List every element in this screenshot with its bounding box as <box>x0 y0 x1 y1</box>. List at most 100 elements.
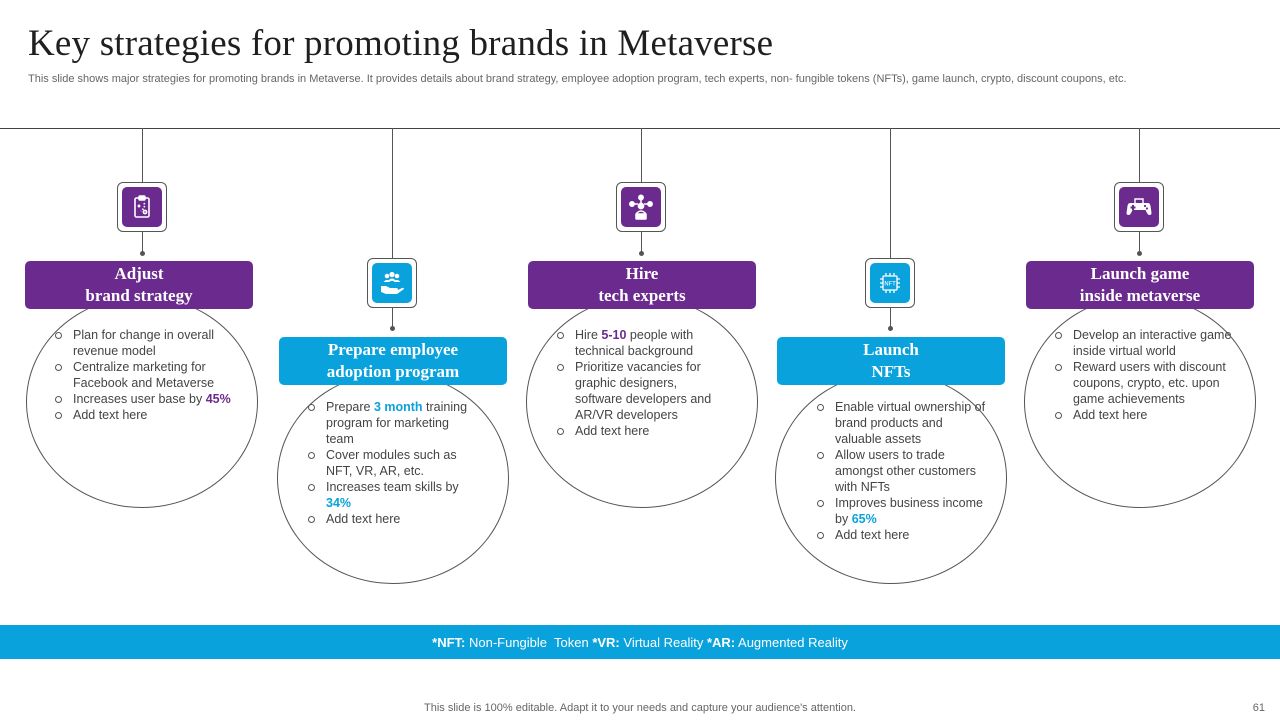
strategy-bullet-list: Plan for change in overall revenue model… <box>55 327 233 423</box>
bullet-item: Plan for change in overall revenue model <box>55 327 233 359</box>
strategy-bullet-list: Prepare 3 month training program for mar… <box>308 399 478 527</box>
bullet-text: Increases team skills by <box>326 480 459 494</box>
connector-line <box>392 128 393 258</box>
strategy-bullet-list: Develop an interactive game inside virtu… <box>1055 327 1239 423</box>
abbreviation-legend-bar: *NFT: Non-Fungible Token *VR: Virtual Re… <box>0 625 1280 659</box>
bullet-item: Add text here <box>817 527 989 543</box>
connector-line <box>890 308 891 328</box>
legend-key: *NFT: <box>432 634 466 650</box>
bullet-item: Allow users to trade amongst other custo… <box>817 447 989 495</box>
bullet-item: Add text here <box>55 407 233 423</box>
bullet-item: Centralize marketing for Facebook and Me… <box>55 359 233 391</box>
tech-network-icon <box>621 187 661 227</box>
nft-chip-icon: NFT <box>870 263 910 303</box>
connector-dot <box>888 326 893 331</box>
strategy-circle <box>775 372 1007 584</box>
legend-value: Non-Fungible Token <box>465 634 593 650</box>
strategy-title-line2: NFTs <box>871 362 911 381</box>
legend-value: Augmented Reality <box>735 634 848 650</box>
bullet-text: Add text here <box>73 408 148 422</box>
bullet-text: Add text here <box>575 424 650 438</box>
bullet-highlight: 3 month <box>373 400 423 414</box>
bullet-highlight: 65% <box>851 512 877 526</box>
timeline-line <box>0 128 1280 129</box>
bullet-text: Improves business income by <box>835 496 983 526</box>
bullet-item: Prepare 3 month training program for mar… <box>308 399 478 447</box>
bullet-text: Increases user base by <box>73 392 206 406</box>
bullet-item: Increases user base by 45% <box>55 391 233 407</box>
clipboard-strategy-icon <box>122 187 162 227</box>
bullet-text: training program for marketing team <box>326 400 468 446</box>
bullet-text: Hire <box>575 328 602 342</box>
connector-dot <box>390 326 395 331</box>
connector-line <box>890 128 891 258</box>
strategy-icon-box: NFT <box>865 258 915 308</box>
legend-key: *VR: <box>592 634 620 650</box>
strategy-icon-box <box>616 182 666 232</box>
strategy-bullet-list: Hire 5-10 people with technical backgrou… <box>557 327 723 439</box>
strategy-header: Prepare employee adoption program <box>279 337 507 385</box>
bullet-item: Improves business income by 65% <box>817 495 989 527</box>
strategy-title-line1: Launch <box>863 340 919 359</box>
strategy-title-line2: tech experts <box>598 286 686 305</box>
connector-line <box>641 232 642 254</box>
slide-subtitle: This slide shows major strategies for pr… <box>28 73 1127 85</box>
bullet-text: Centralize marketing for Facebook and Me… <box>73 360 215 390</box>
bullet-item: Add text here <box>557 423 723 439</box>
legend-value: Virtual Reality <box>619 634 707 650</box>
bullet-item: Increases team skills by 34% <box>308 479 478 511</box>
bullet-item: Prioritize vacancies for graphic designe… <box>557 359 723 423</box>
bullet-text: people with technical background <box>575 328 694 358</box>
bullet-item: Enable virtual ownership of brand produc… <box>817 399 989 447</box>
bullet-text: Prepare <box>326 400 374 414</box>
connector-dot <box>639 251 644 256</box>
bullet-highlight: 34% <box>326 496 352 510</box>
bullet-text: Cover modules such as NFT, VR, AR, etc. <box>326 448 457 478</box>
strategy-title-line2: adoption program <box>326 362 460 381</box>
strategy-icon-box <box>1114 182 1164 232</box>
strategy-title-line2: inside metaverse <box>1079 286 1201 305</box>
connector-line <box>641 128 642 182</box>
legend-key: *AR: <box>706 634 736 650</box>
connector-dot <box>1137 251 1142 256</box>
bullet-text: Reward users with discount coupons, cryp… <box>1073 360 1226 406</box>
bullet-item: Hire 5-10 people with technical backgrou… <box>557 327 723 359</box>
strategy-title-line2: brand strategy <box>85 286 193 305</box>
strategy-circle <box>26 296 258 508</box>
strategy-icon-box <box>117 182 167 232</box>
bullet-text: Add text here <box>1073 408 1148 422</box>
strategy-header: Adjust brand strategy <box>25 261 253 309</box>
bullet-item: Cover modules such as NFT, VR, AR, etc. <box>308 447 478 479</box>
bullet-highlight: 5-10 <box>601 328 627 342</box>
bullet-text: Add text here <box>835 528 910 542</box>
footer-note: This slide is 100% editable. Adapt it to… <box>424 702 856 714</box>
strategy-icon-box <box>367 258 417 308</box>
game-controller-icon <box>1119 187 1159 227</box>
strategy-circle <box>1024 296 1256 508</box>
connector-line <box>142 128 143 182</box>
page-number: 61 <box>1252 702 1265 714</box>
connector-line <box>1139 128 1140 182</box>
connector-line <box>1139 232 1140 254</box>
strategy-header: Launch game inside metaverse <box>1026 261 1254 309</box>
bullet-text: Plan for change in overall revenue model <box>73 328 215 358</box>
strategy-header: Hire tech experts <box>528 261 756 309</box>
bullet-text: Allow users to trade amongst other custo… <box>835 448 977 494</box>
bullet-item: Reward users with discount coupons, cryp… <box>1055 359 1239 407</box>
connector-line <box>392 308 393 328</box>
strategy-title-line1: Launch game <box>1090 264 1190 283</box>
strategy-title-line1: Prepare employee <box>327 340 459 359</box>
strategy-title-line1: Adjust <box>114 264 164 283</box>
bullet-text: Add text here <box>326 512 401 526</box>
bullet-text: Develop an interactive game inside virtu… <box>1073 328 1232 358</box>
bullet-item: Add text here <box>308 511 478 527</box>
bullet-highlight: 45% <box>205 392 231 406</box>
strategy-bullet-list: Enable virtual ownership of brand produc… <box>817 399 989 543</box>
bullet-text: Prioritize vacancies for graphic designe… <box>575 360 712 422</box>
strategy-header: Launch NFTs <box>777 337 1005 385</box>
connector-line <box>142 232 143 254</box>
slide-title: Key strategies for promoting brands in M… <box>28 23 774 64</box>
bullet-text: Enable virtual ownership of brand produc… <box>835 400 986 446</box>
connector-dot <box>140 251 145 256</box>
hand-people-icon <box>372 263 412 303</box>
